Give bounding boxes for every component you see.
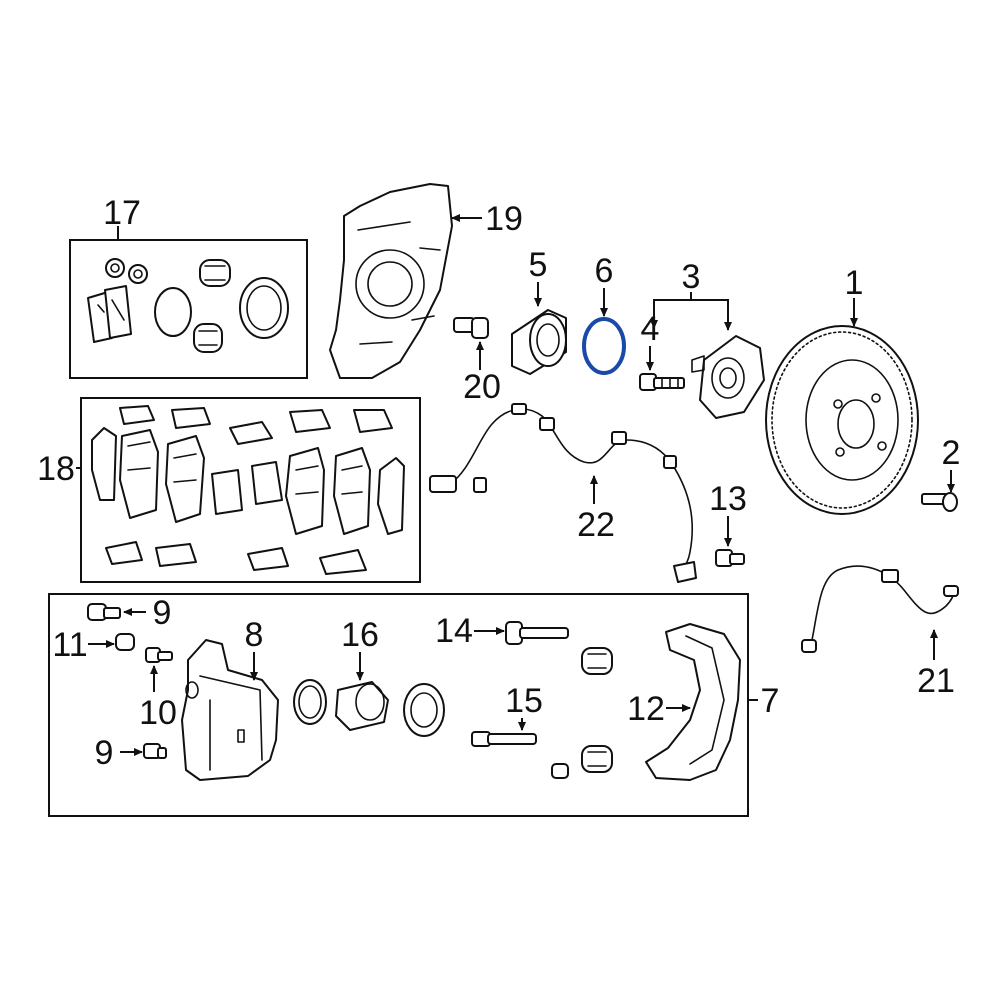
pin-boot-lower — [581, 745, 613, 773]
seal-kit — [87, 258, 289, 353]
callout-12: 12 — [627, 690, 665, 728]
caliper-piston — [335, 681, 389, 731]
sensor-bolt — [715, 549, 745, 567]
callout-21: 21 — [917, 662, 955, 700]
callout-14: 14 — [435, 612, 473, 650]
callout-19: 19 — [485, 200, 523, 238]
bolt-9-bottom — [143, 743, 167, 759]
group-box-18 — [80, 397, 421, 583]
callout-9-bottom: 9 — [95, 734, 114, 772]
dust-cap — [115, 633, 135, 651]
callout-2: 2 — [942, 434, 961, 472]
caliper-bracket — [645, 623, 741, 781]
callout-8: 8 — [245, 616, 264, 654]
bleeder-screw — [145, 647, 173, 663]
brake-rotor — [765, 325, 919, 515]
callout-3: 3 — [682, 258, 701, 296]
abs-sensor-harness — [429, 403, 697, 583]
callout-1: 1 — [845, 264, 864, 302]
callout-16: 16 — [341, 616, 379, 654]
callout-4: 4 — [641, 310, 660, 348]
callout-20: 20 — [463, 368, 501, 406]
callout-11: 11 — [52, 626, 87, 664]
group-box-17 — [69, 239, 308, 379]
callout-15: 15 — [505, 682, 543, 720]
callout-17: 17 — [103, 194, 141, 232]
guide-pin-lower — [471, 731, 537, 747]
piston-boot — [403, 683, 445, 737]
bolt-9-top — [87, 603, 121, 621]
brake-hose — [801, 565, 959, 653]
splash-shield — [329, 183, 453, 379]
leader-lines — [76, 214, 955, 756]
callout-6: 6 — [595, 252, 614, 290]
callout-13: 13 — [709, 480, 747, 518]
brake-pad-set — [91, 405, 405, 575]
group-box-7 — [48, 593, 749, 817]
piston-seal — [293, 679, 327, 725]
wheel-hub — [691, 335, 765, 419]
guide-pin-upper — [505, 621, 569, 645]
callout-labels: 1 2 3 4 5 6 7 8 9 9 10 11 12 13 14 15 16… — [37, 194, 960, 772]
pin-boot-upper — [581, 647, 613, 675]
callout-10: 10 — [139, 694, 177, 732]
callout-5: 5 — [529, 246, 548, 284]
pin-bushing — [551, 763, 569, 779]
snap-ring — [582, 317, 626, 375]
hub-bolt — [639, 373, 685, 391]
callout-9-top: 9 — [153, 594, 172, 632]
rotor-screw — [921, 492, 958, 512]
callout-18: 18 — [37, 450, 75, 488]
wheel-bearing — [511, 309, 567, 375]
brake-caliper — [181, 639, 279, 781]
bolt-20 — [453, 317, 489, 339]
callout-7: 7 — [761, 682, 780, 720]
callout-22: 22 — [577, 506, 615, 544]
